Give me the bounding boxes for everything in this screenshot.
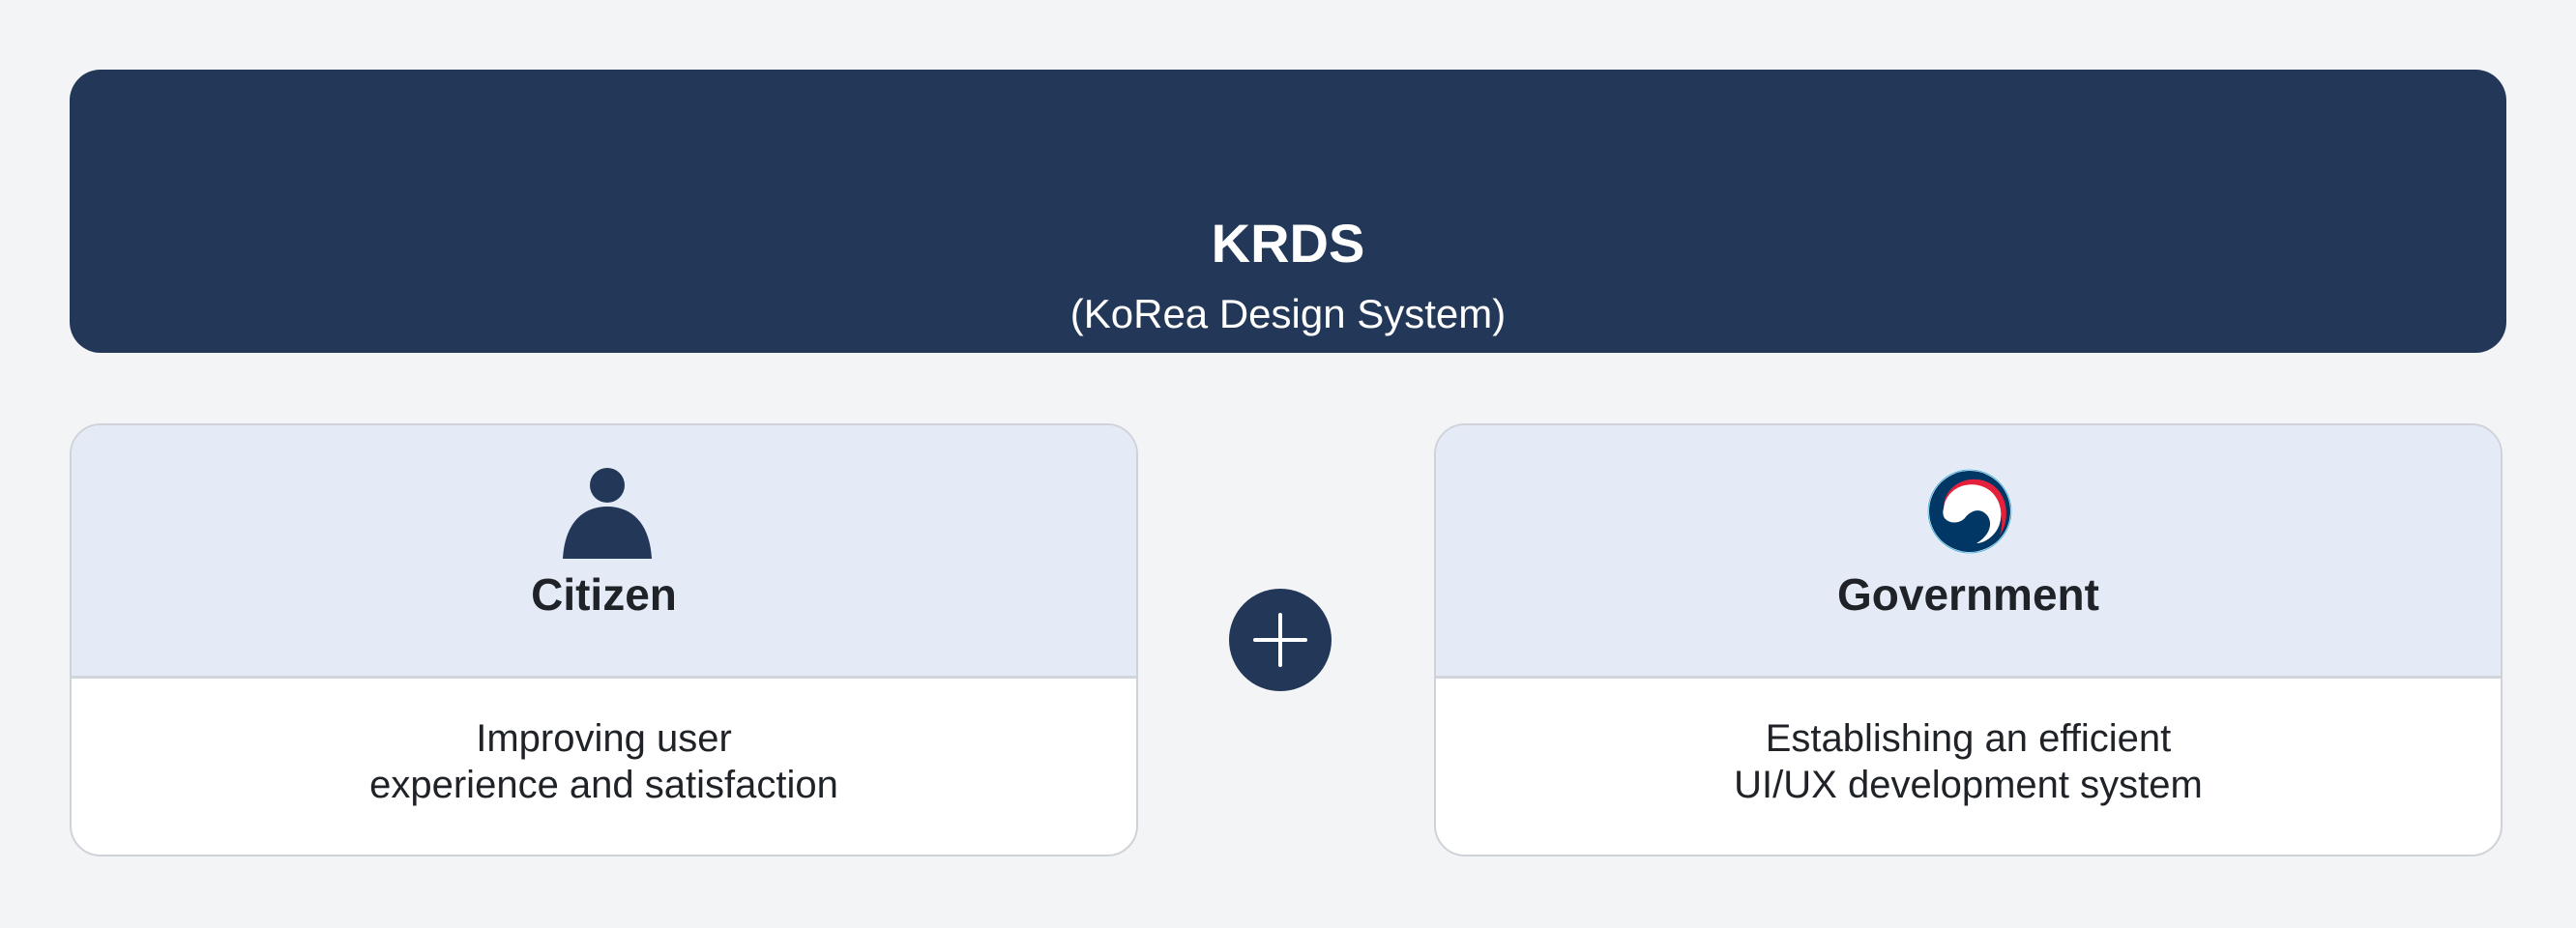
plus-icon <box>1253 613 1307 667</box>
plus-connector <box>1229 589 1332 691</box>
citizen-card-header: Citizen <box>72 425 1136 679</box>
korea-government-emblem-icon <box>1927 469 2012 554</box>
government-card: Government Establishing an efficient UI/… <box>1434 423 2503 856</box>
government-title: Government <box>1837 569 2099 620</box>
header-title: KRDS <box>1211 213 1365 274</box>
citizen-description: Improving user experience and satisfacti… <box>72 715 1136 808</box>
citizen-title: Citizen <box>531 569 677 620</box>
person-icon <box>563 468 652 559</box>
government-description-line-1: Establishing an efficient <box>1765 717 2172 760</box>
citizen-description-line-2: experience and satisfaction <box>369 764 838 806</box>
citizen-card: Citizen Improving user experience and sa… <box>70 423 1138 856</box>
header-subtitle: (KoRea Design System) <box>1069 291 1507 336</box>
government-card-header: Government <box>1436 425 2501 679</box>
government-description: Establishing an efficient UI/UX developm… <box>1436 715 2501 808</box>
government-description-line-2: UI/UX development system <box>1734 764 2203 806</box>
krds-header-banner: KRDS (KoRea Design System) <box>70 70 2506 353</box>
citizen-description-line-1: Improving user <box>476 717 732 760</box>
